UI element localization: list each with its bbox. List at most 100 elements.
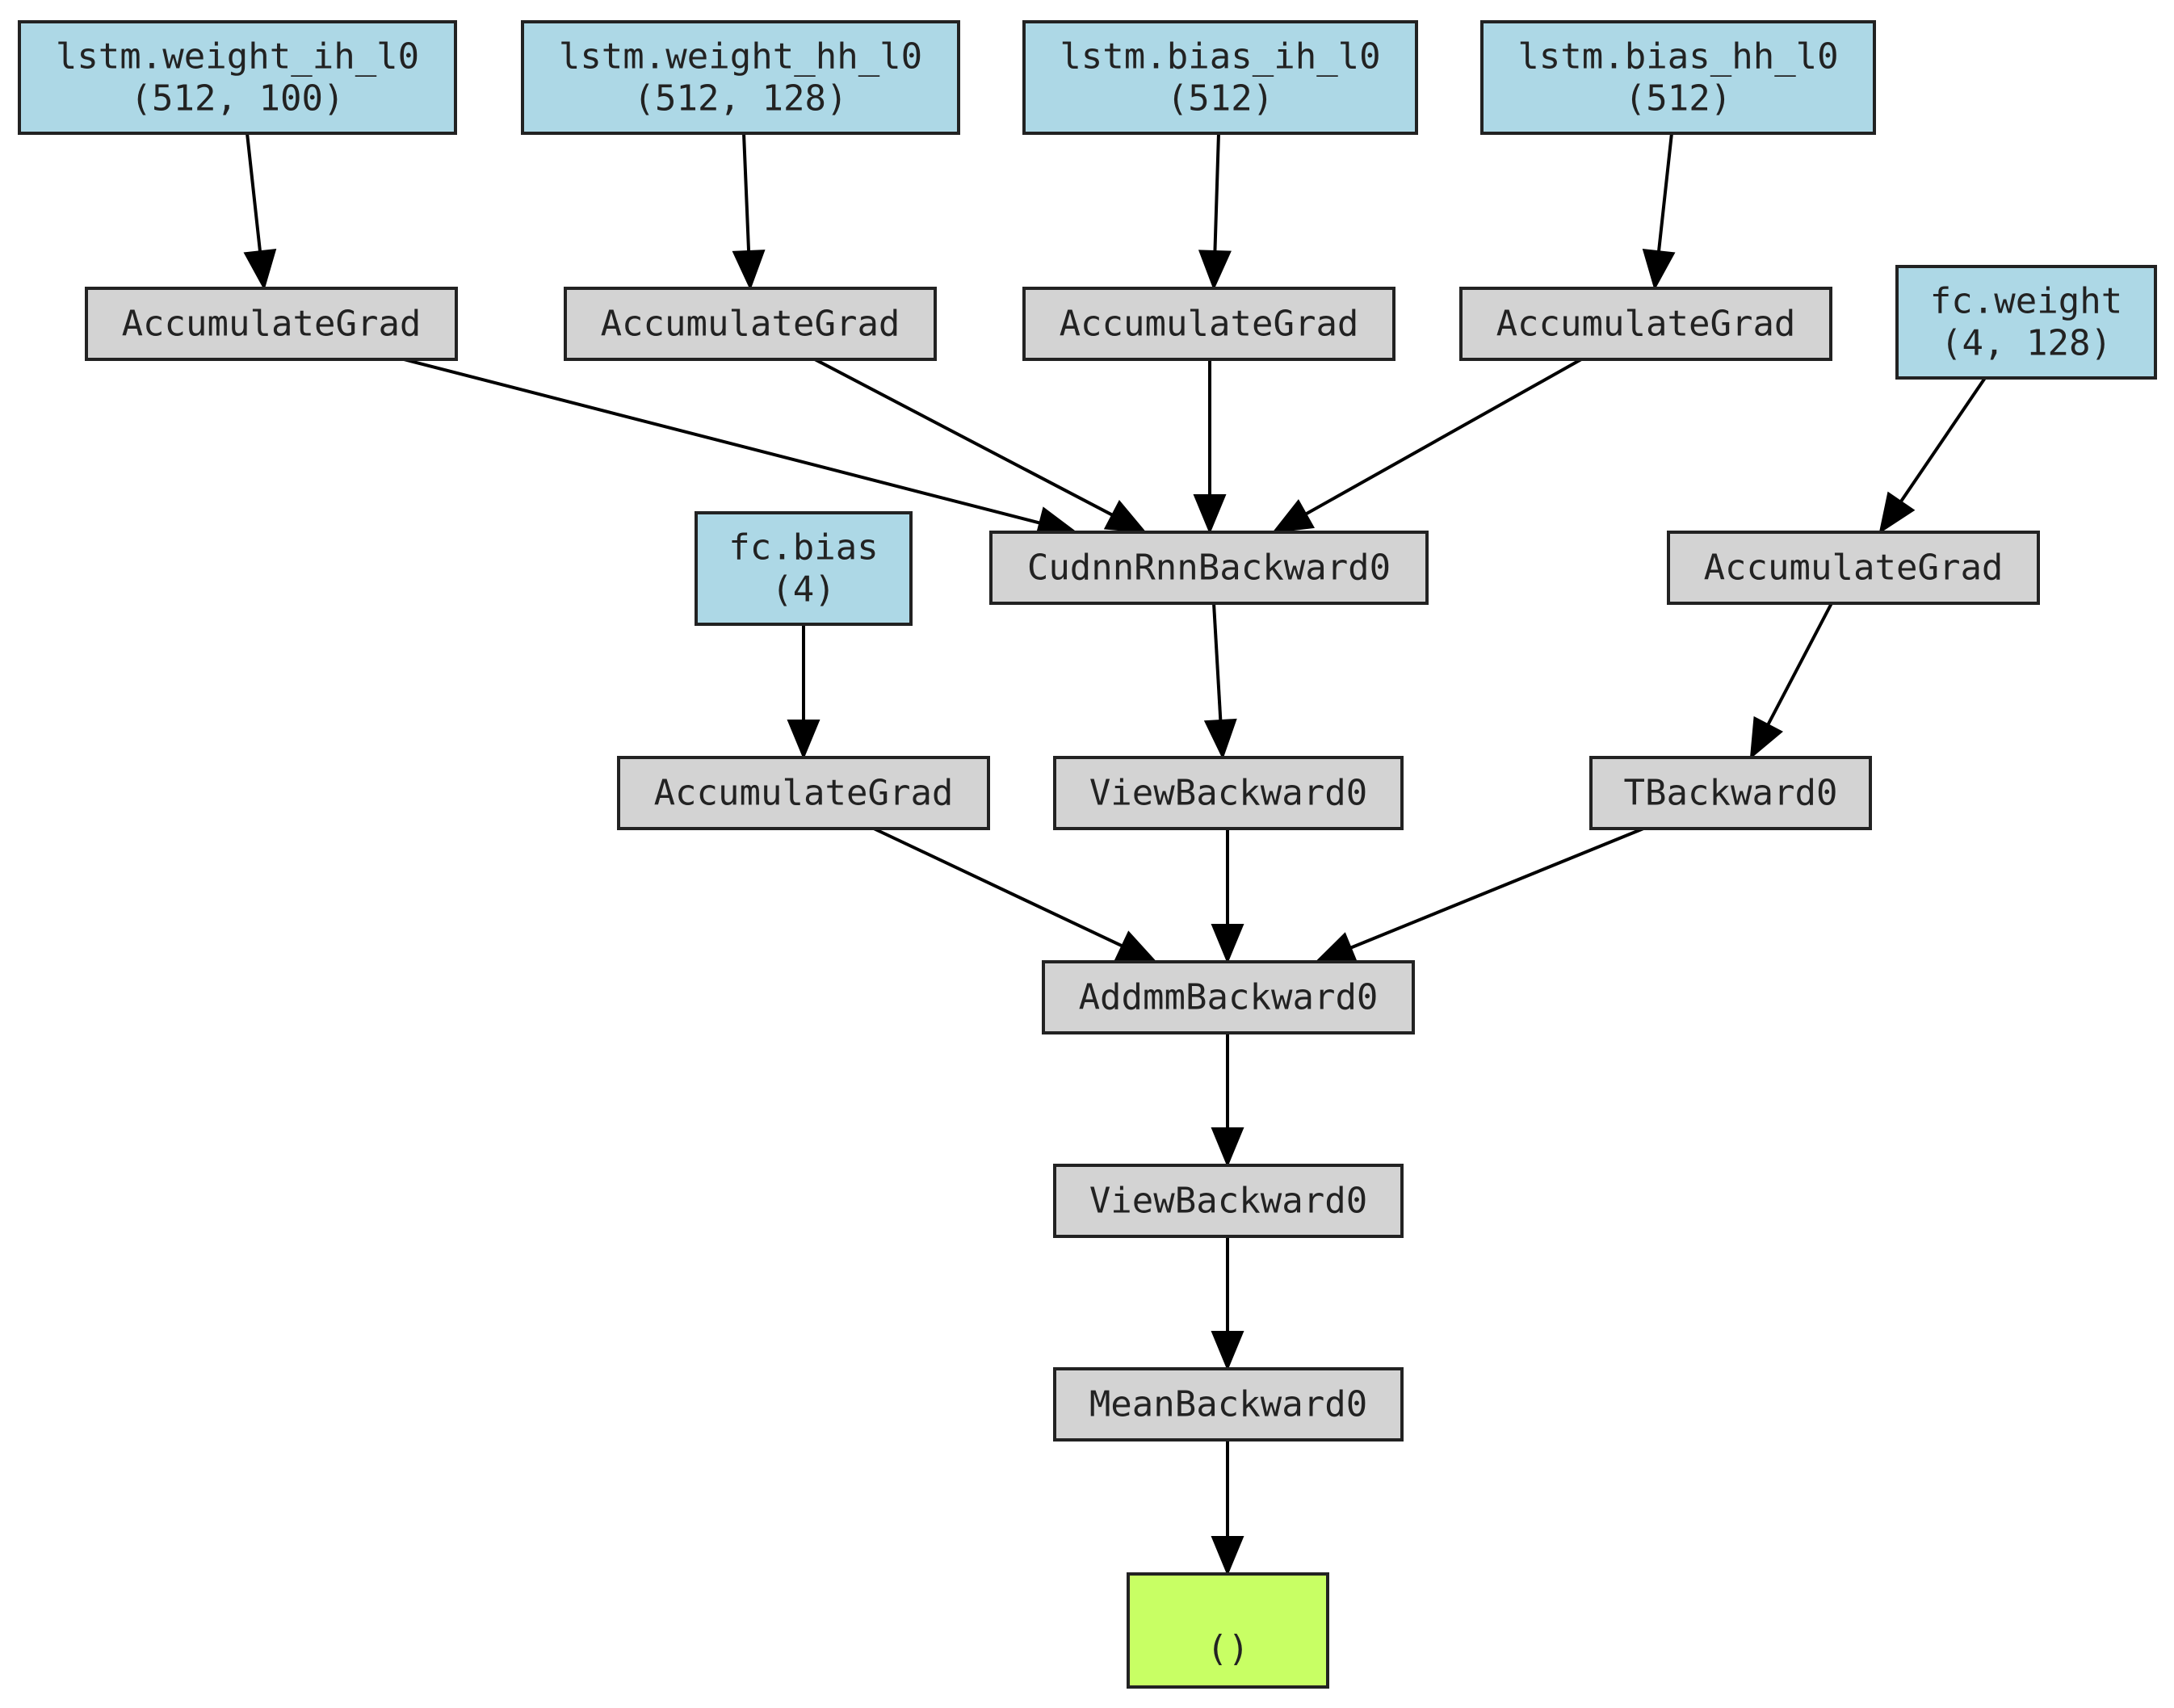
operation-box bbox=[564, 287, 937, 361]
node-b_hh: lstm.bias_hh_l0(512) bbox=[1480, 20, 1876, 135]
parameter-box bbox=[521, 20, 960, 135]
node-w_hh: lstm.weight_hh_l0(512, 128) bbox=[521, 20, 960, 135]
edge-addmm-to-view2 bbox=[1211, 1033, 1244, 1168]
arrowhead bbox=[1878, 491, 1916, 535]
arrowhead bbox=[1211, 1127, 1244, 1168]
edge-line bbox=[1766, 602, 1833, 726]
edge-ag4-to-cudnn bbox=[1271, 358, 1582, 534]
arrowhead bbox=[1203, 718, 1237, 760]
parameter-box bbox=[18, 20, 457, 135]
arrowhead bbox=[787, 720, 820, 760]
edge-line bbox=[403, 358, 1040, 525]
node-label: ViewBackward0 bbox=[1089, 1181, 1367, 1222]
node-shape-label: (4, 128) bbox=[1941, 323, 2112, 364]
arrowhead bbox=[1114, 930, 1158, 963]
operation-box bbox=[1589, 756, 1872, 830]
operation-box bbox=[1667, 531, 2040, 605]
node-shape-label: (512) bbox=[1167, 78, 1274, 120]
node-label: CudnnRnnBackward0 bbox=[1027, 548, 1391, 589]
edge-line bbox=[1657, 132, 1673, 252]
arrowhead bbox=[1642, 249, 1676, 291]
node-b_ih: lstm.bias_ih_l0(512) bbox=[1022, 20, 1418, 135]
node-label: lstm.bias_ih_l0 bbox=[1060, 36, 1380, 78]
parameter-box bbox=[1895, 265, 2157, 380]
operation-box bbox=[617, 756, 990, 830]
edge-ag5-to-tback bbox=[1749, 602, 1833, 760]
operation-box bbox=[1053, 1367, 1404, 1442]
node-label: TBackward0 bbox=[1624, 773, 1838, 814]
node-fc_w: fc.weight(4, 128) bbox=[1895, 265, 2157, 380]
edge-b_hh-to-ag4 bbox=[1642, 132, 1676, 291]
edge-view2-to-mean bbox=[1211, 1236, 1244, 1371]
node-label: AccumulateGrad bbox=[1060, 304, 1359, 345]
arrowhead bbox=[1271, 499, 1316, 534]
node-label: () bbox=[1207, 1628, 1249, 1669]
node-label: fc.bias bbox=[728, 527, 878, 569]
node-ag3: AccumulateGrad bbox=[1022, 287, 1395, 361]
arrowhead bbox=[732, 250, 766, 291]
node-fc_b: fc.bias(4) bbox=[695, 511, 913, 626]
operation-box bbox=[1053, 1164, 1404, 1238]
node-label: ViewBackward0 bbox=[1089, 773, 1367, 814]
parameter-box bbox=[695, 511, 913, 626]
operation-box bbox=[1053, 756, 1404, 830]
edge-w_hh-to-ag2 bbox=[732, 132, 766, 291]
node-shape-label: (512, 100) bbox=[131, 78, 345, 120]
edge-ag2-to-cudnn bbox=[814, 358, 1148, 534]
node-label: AccumulateGrad bbox=[601, 304, 900, 345]
node-ag2: AccumulateGrad bbox=[564, 287, 937, 361]
node-label: lstm.bias_hh_l0 bbox=[1517, 36, 1838, 78]
edge-ag3-to-cudnn bbox=[1193, 359, 1227, 535]
edge-line bbox=[1349, 827, 1644, 950]
parameter-box bbox=[1480, 20, 1876, 135]
node-cudnn: CudnnRnnBackward0 bbox=[989, 531, 1429, 605]
arrowhead bbox=[1198, 250, 1232, 291]
node-addmm: AddmmBackward0 bbox=[1042, 960, 1415, 1034]
arrowhead bbox=[243, 249, 277, 291]
node-label: lstm.weight_ih_l0 bbox=[56, 36, 419, 78]
operation-box bbox=[1459, 287, 1832, 361]
edge-cudnn-to-view1 bbox=[1203, 602, 1237, 760]
edge-mean-to-out bbox=[1211, 1440, 1244, 1576]
edge-line bbox=[1899, 376, 1987, 503]
edge-w_ih-to-ag1 bbox=[243, 132, 277, 291]
node-label: AccumulateGrad bbox=[1496, 304, 1796, 345]
operation-box bbox=[1022, 287, 1395, 361]
node-ag6: AccumulateGrad bbox=[617, 756, 990, 830]
edge-fc_b-to-ag6 bbox=[787, 624, 820, 760]
arrowhead bbox=[1314, 932, 1358, 963]
arrowhead bbox=[1193, 494, 1227, 535]
edge-ag1-to-cudnn bbox=[403, 358, 1078, 539]
edge-tback-to-addmm bbox=[1314, 827, 1644, 963]
edge-line bbox=[246, 132, 262, 252]
node-view1: ViewBackward0 bbox=[1053, 756, 1404, 830]
node-label: fc.weight bbox=[1930, 281, 2122, 322]
node-label: lstm.weight_hh_l0 bbox=[559, 36, 922, 78]
node-label: AccumulateGrad bbox=[654, 773, 954, 814]
output-box bbox=[1127, 1572, 1329, 1689]
node-w_ih: lstm.weight_ih_l0(512, 100) bbox=[18, 20, 457, 135]
node-shape-label: (4) bbox=[771, 569, 835, 611]
node-label: AddmmBackward0 bbox=[1079, 977, 1379, 1018]
operation-box bbox=[989, 531, 1429, 605]
edge-line bbox=[1305, 358, 1582, 516]
edge-ag6-to-addmm bbox=[873, 827, 1158, 963]
node-label: AccumulateGrad bbox=[1704, 548, 2004, 589]
node-label: AccumulateGrad bbox=[122, 304, 422, 345]
edge-line bbox=[1213, 132, 1220, 252]
operation-box bbox=[1042, 960, 1415, 1034]
parameter-box bbox=[1022, 20, 1418, 135]
edge-b_ih-to-ag3 bbox=[1198, 132, 1232, 291]
arrowhead bbox=[1211, 924, 1244, 964]
node-mean: MeanBackward0 bbox=[1053, 1367, 1404, 1442]
edge-line bbox=[814, 358, 1114, 517]
node-ag5: AccumulateGrad bbox=[1667, 531, 2040, 605]
edge-line bbox=[1212, 602, 1223, 721]
node-ag1: AccumulateGrad bbox=[85, 287, 458, 361]
node-shape-label: (512) bbox=[1625, 78, 1731, 120]
arrowhead bbox=[1103, 500, 1148, 534]
edge-view1-to-addmm bbox=[1211, 829, 1244, 964]
edge-fc_w-to-ag5 bbox=[1878, 376, 1987, 535]
edge-line bbox=[873, 827, 1123, 948]
